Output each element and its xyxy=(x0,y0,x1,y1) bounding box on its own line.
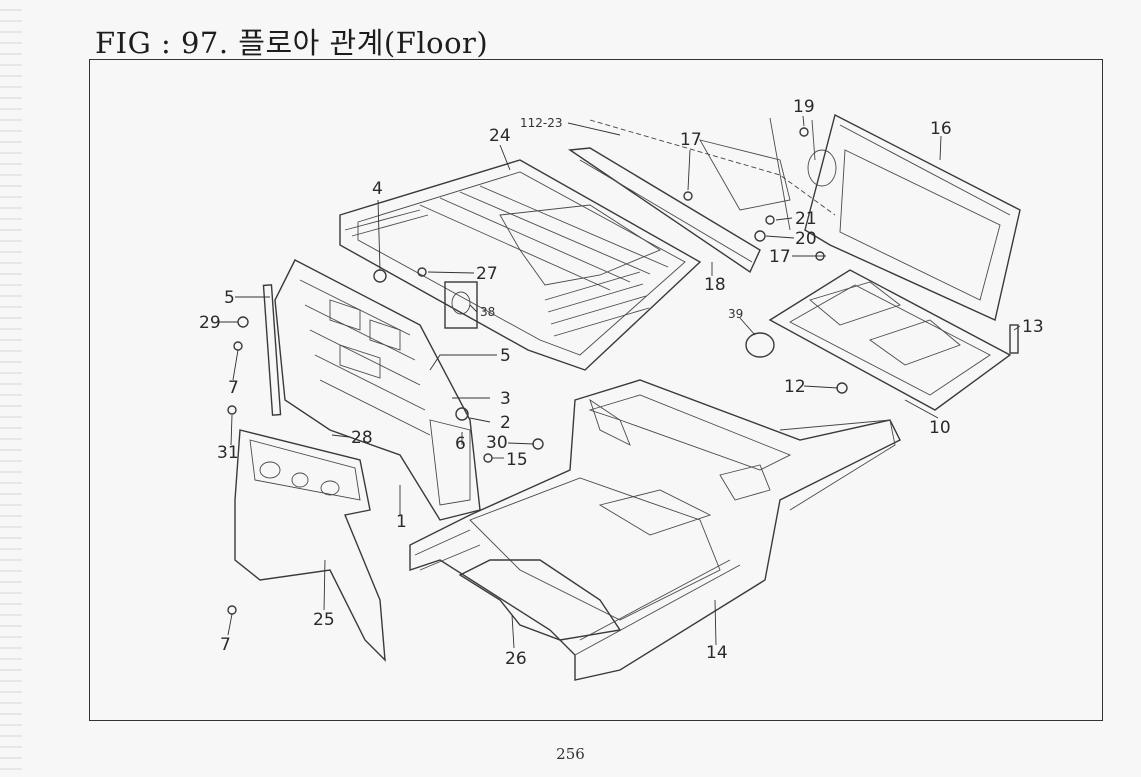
callout-26: 26 xyxy=(505,649,527,669)
callout-17-upper: 17 xyxy=(680,130,702,150)
rear-back-panel xyxy=(804,113,1021,321)
main-floor-pan xyxy=(409,379,901,681)
callout-5-left: 5 xyxy=(224,288,235,308)
callout-10: 10 xyxy=(929,418,951,438)
callout-4: 4 xyxy=(372,179,383,199)
callout-28: 28 xyxy=(351,428,373,448)
figure-title: FIG : 97. 플로아 관계(Floor) xyxy=(95,26,489,60)
callout-25: 25 xyxy=(313,610,335,630)
callout-3: 3 xyxy=(500,389,511,409)
diagram-frame xyxy=(89,59,1103,721)
dash-panel xyxy=(274,259,481,521)
callout-30: 30 xyxy=(486,433,508,453)
callout-18: 18 xyxy=(704,275,726,295)
binder-edge xyxy=(0,0,22,777)
callout-15: 15 xyxy=(506,450,528,470)
page-number: 256 xyxy=(556,745,585,763)
callout-112-23: 112-23 xyxy=(520,116,563,130)
callout-7-lower: 7 xyxy=(220,635,231,655)
dash-insulator xyxy=(234,429,386,662)
callout-21: 21 xyxy=(795,209,817,229)
callout-16: 16 xyxy=(930,119,952,139)
callout-20: 20 xyxy=(795,229,817,249)
cross-member xyxy=(568,147,761,274)
callout-12: 12 xyxy=(784,377,806,397)
callout-29: 29 xyxy=(199,313,221,333)
callout-2: 2 xyxy=(500,413,511,433)
callout-17-right: 17 xyxy=(769,247,791,267)
callout-5-right: 5 xyxy=(500,346,511,366)
callout-27: 27 xyxy=(476,264,498,284)
callout-1: 1 xyxy=(396,512,407,532)
rear-floor-panel xyxy=(339,159,702,371)
callout-19: 19 xyxy=(793,97,815,117)
grommet-39 xyxy=(745,332,775,358)
callout-39: 39 xyxy=(728,307,743,321)
callout-14: 14 xyxy=(706,643,728,663)
callout-numbers: 112-23 24 17 19 16 4 21 20 17 27 5 38 18… xyxy=(199,97,1044,669)
weatherstrip-5 xyxy=(262,284,282,416)
callout-38: 38 xyxy=(480,305,495,319)
floor-insulator xyxy=(458,559,622,641)
floor-tray xyxy=(768,269,1012,411)
callout-6: 6 xyxy=(455,434,466,454)
callout-24: 24 xyxy=(489,126,511,146)
callout-31: 31 xyxy=(217,443,239,463)
leader-lines xyxy=(218,115,1021,649)
callout-13: 13 xyxy=(1022,317,1044,337)
callout-7-upper: 7 xyxy=(228,378,239,398)
